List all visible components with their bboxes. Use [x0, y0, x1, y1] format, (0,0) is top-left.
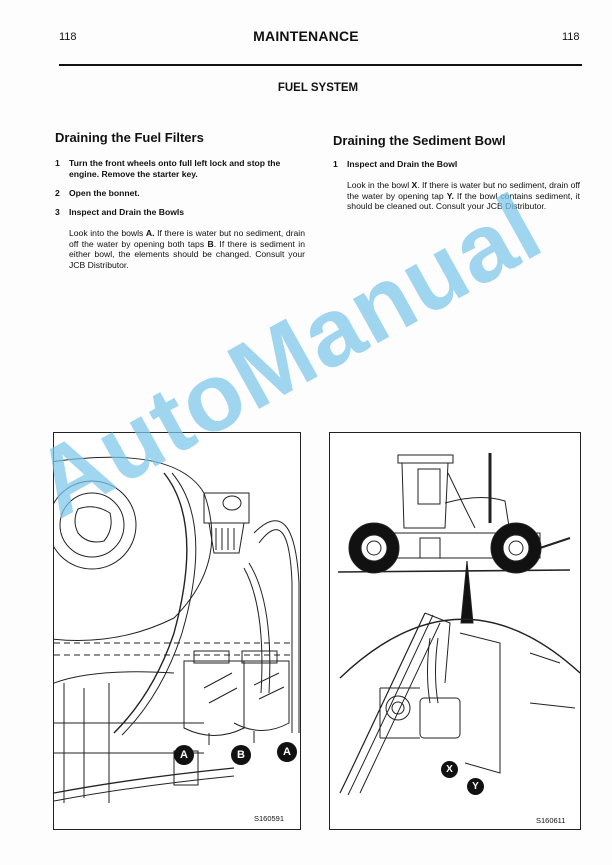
step-number: 1 [55, 158, 60, 168]
step-text: Inspect and Drain the Bowls [69, 207, 185, 217]
step-text: Open the bonnet. [69, 188, 140, 198]
header-rule [59, 64, 582, 66]
tractor-illustration [337, 453, 580, 796]
step-number: 1 [333, 159, 338, 169]
step-number: 2 [55, 188, 60, 198]
step-text: Turn the front wheels onto full left loc… [69, 158, 281, 179]
callout-x: X [441, 761, 458, 778]
page-number-right: 118 [562, 31, 580, 43]
figure-fuel-filters: A B A S160591 [53, 432, 301, 830]
callout-a-right: A [277, 742, 297, 762]
right-step-1: 1 Inspect and Drain the Bowl [333, 159, 580, 170]
step-text: Inspect and Drain the Bowl [347, 159, 458, 169]
left-section: Draining the Fuel Filters 1 Turn the fro… [55, 130, 305, 270]
left-step-1: 1 Turn the front wheels onto full left l… [55, 158, 305, 180]
callout-y: Y [467, 778, 484, 795]
callout-b: B [231, 745, 251, 765]
right-section: Draining the Sediment Bowl 1 Inspect and… [333, 133, 580, 212]
figure-sediment-bowl: X Y S160611 [329, 432, 581, 830]
engine-bay-illustration [54, 456, 300, 803]
right-paragraph: Look in the bowl X. If there is water bu… [347, 180, 581, 212]
right-section-heading: Draining the Sediment Bowl [333, 133, 506, 148]
figure-code: S160611 [536, 816, 566, 825]
figure-code: S160591 [254, 814, 285, 823]
section-subtitle: FUEL SYSTEM [277, 82, 359, 94]
left-paragraph: Look into the bowls A. If there is water… [69, 228, 305, 270]
left-section-heading: Draining the Fuel Filters [55, 130, 204, 145]
left-step-2: 2 Open the bonnet. [55, 188, 305, 199]
left-step-3: 3 Inspect and Drain the Bowls [55, 207, 305, 218]
callout-a-left: A [174, 745, 194, 765]
page-number-left: 118 [59, 31, 77, 43]
step-number: 3 [55, 207, 60, 217]
page-title: MAINTENANCE [253, 28, 359, 44]
